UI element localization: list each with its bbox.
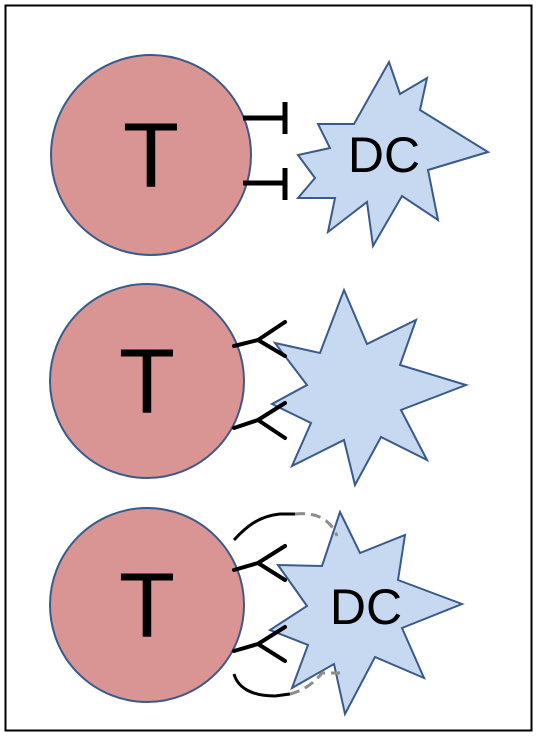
bridge-loop-lower-dashed [289,671,340,696]
t-cell-2 [49,283,245,479]
bridge-loop-upper-dashed [294,512,339,537]
t-cell-1 [50,54,252,256]
dendritic-cell-3 [267,509,465,717]
t-cell-2-label: T [119,331,175,433]
frame-border [4,4,533,732]
dendritic-cell-1 [295,59,491,250]
inhibitory-connector-upper [243,102,288,134]
t-cell-3-label: T [119,555,175,657]
t-cell-1-label: T [123,105,179,207]
y-receptor-upper [232,320,287,358]
panel-3: T DC [49,507,465,717]
bridge-loop-lower-solid [232,673,291,698]
y-receptor-lower [232,625,287,663]
inhibitory-connector-lower [243,168,288,200]
dc-3-label: DC [330,579,402,635]
panel-1: T DC [50,54,491,256]
panel-2: T [49,283,470,488]
y-receptor-lower [232,401,287,440]
y-receptor-upper [232,544,287,582]
t-cell-3 [49,507,245,703]
bridge-loop-upper-solid [232,512,295,542]
dc-1-label: DC [348,127,420,183]
dendritic-cell-2 [269,287,470,488]
